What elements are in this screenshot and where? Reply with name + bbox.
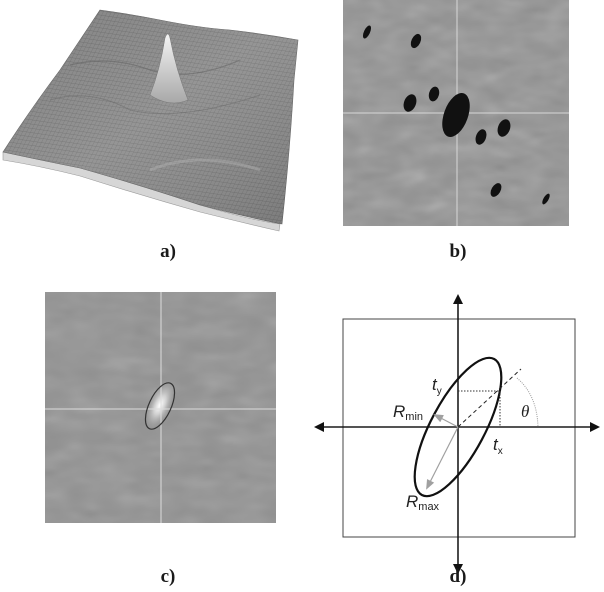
rmax-arrow — [426, 426, 459, 490]
peak-map-graphic — [45, 292, 276, 523]
surface-plot-graphic — [2, 9, 299, 232]
tx-label: tx — [493, 435, 503, 457]
orientation-line — [457, 368, 522, 428]
panel-d-label: d) — [449, 566, 467, 587]
frame-box — [342, 318, 576, 538]
blobs — [362, 25, 550, 205]
panel-a-label: a) — [160, 241, 176, 262]
panel-b-label: b) — [449, 241, 467, 262]
panel-c-peak-map: c) — [45, 292, 276, 587]
panel-b-threshold-map: b) — [0, 0, 604, 280]
rmin-arrow — [433, 414, 459, 428]
panel-a-surface-plot: a) — [0, 0, 310, 262]
panel-c-label: c) — [160, 566, 176, 587]
rmax-label: Rmax — [406, 492, 440, 513]
ty-label: ty — [432, 375, 442, 397]
rmin-label: Rmin — [393, 402, 423, 423]
theta-label: θ — [521, 402, 529, 421]
peak-ellipse — [144, 382, 176, 430]
threshold-map-graphic — [343, 0, 569, 226]
